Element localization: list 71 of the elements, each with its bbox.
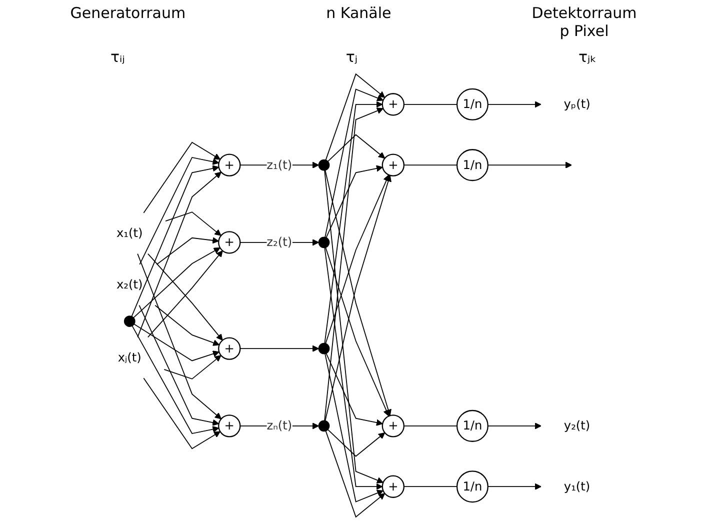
arrow xyxy=(327,134,386,162)
node-text: x₁(t) xyxy=(116,226,143,240)
arrow xyxy=(324,101,383,344)
arrow xyxy=(325,174,390,344)
arrow xyxy=(488,162,572,168)
arrow xyxy=(137,172,222,338)
arrow xyxy=(139,156,220,265)
node-text: xⱼ(t) xyxy=(118,350,142,365)
arrow xyxy=(240,345,320,352)
arrow xyxy=(143,142,221,214)
node-circle xyxy=(318,159,330,171)
arrow xyxy=(324,353,384,502)
arrow xyxy=(154,304,220,346)
node-circle xyxy=(318,342,330,354)
section-heading: n Kanäle xyxy=(326,4,392,22)
signal-flow-diagram: z₁(t) z₂(t) zₙ(t) x₁(t) x₂(t) xⱼ(t) + + + + + + + + 1/n 1/n 1/n 1/n yₚ(t) y₂(t) y₁(t) xyxy=(3,68,704,523)
node-circle xyxy=(124,316,136,327)
node-text: x₂(t) xyxy=(116,277,143,292)
edge-label: z₂(t) xyxy=(266,234,292,250)
arrow xyxy=(156,237,220,265)
node-circle xyxy=(382,154,405,176)
node-circle xyxy=(382,93,405,116)
section-heading: Generatorraum xyxy=(70,4,186,22)
arrow xyxy=(133,247,220,318)
arrow xyxy=(488,101,542,108)
edge-label: zₙ(t) xyxy=(266,418,292,433)
arrow xyxy=(488,422,542,430)
node-circle xyxy=(456,470,489,503)
node-circle xyxy=(382,475,405,498)
arrow xyxy=(325,430,386,518)
node-circle xyxy=(382,414,405,438)
arrow xyxy=(326,165,383,238)
node-circle xyxy=(456,88,489,120)
arrow xyxy=(488,483,542,490)
connector xyxy=(404,164,458,166)
arrow xyxy=(138,304,220,426)
node-circle xyxy=(318,236,330,248)
node-text: y₁(t) xyxy=(564,479,590,494)
node-text: y₂(t) xyxy=(564,418,590,433)
connector xyxy=(404,486,458,488)
arrow xyxy=(164,355,222,380)
delay-label: τⱼₖ xyxy=(578,48,596,68)
node-circle xyxy=(218,414,241,438)
arrow xyxy=(324,108,384,422)
arrow xyxy=(143,378,221,450)
delay-label: τⱼ xyxy=(346,48,358,68)
node-circle xyxy=(218,231,241,254)
arrow xyxy=(325,247,390,416)
arrow xyxy=(324,170,384,484)
arrow xyxy=(325,73,386,161)
node-circle xyxy=(456,149,489,182)
delay-label: τᵢⱼ xyxy=(110,48,125,68)
arrow xyxy=(324,88,384,238)
section-heading: p Pixel xyxy=(560,22,609,40)
node-circle xyxy=(456,410,489,442)
connector xyxy=(404,425,458,426)
arrow xyxy=(131,165,220,317)
node-circle xyxy=(218,337,241,360)
arrow xyxy=(327,429,386,457)
node-circle xyxy=(218,154,241,176)
arrow xyxy=(324,247,383,490)
node-circle xyxy=(318,420,330,432)
arrow xyxy=(137,253,222,420)
arrow xyxy=(134,324,220,362)
arrow xyxy=(165,212,222,236)
connector xyxy=(404,104,458,105)
section-heading: Detektorraum xyxy=(532,4,637,22)
arrow xyxy=(132,325,220,434)
edge-label: z₁(t) xyxy=(266,157,292,172)
arrow xyxy=(326,352,383,426)
node-text: yₚ(t) xyxy=(564,96,590,112)
